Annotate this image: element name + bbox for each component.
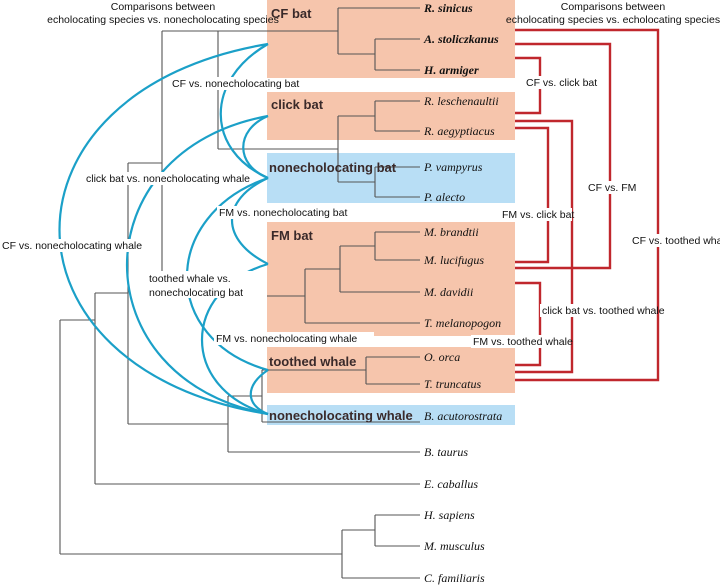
label-click-vs-toothed: click bat vs. toothed whale	[542, 305, 665, 317]
species-c-familiaris: C. familiaris	[424, 571, 485, 585]
label-fm-vs-toothed: FM vs. toothed whale	[473, 336, 573, 348]
echo-vs-echo-brackets	[515, 28, 660, 382]
group-label-fm-bat: FM bat	[271, 228, 314, 243]
left-header-line2: echolocating species vs. nonecholocating…	[47, 14, 279, 26]
click-bat-box	[267, 92, 515, 140]
bracket-cf-vs-toothed	[515, 28, 660, 382]
arc-cf-vs-nonecho-bat	[219, 43, 269, 180]
label-fm-vs-click: FM vs. click bat	[502, 209, 574, 221]
species-h-armiger: H. armiger	[423, 63, 479, 77]
group-label-cf-bat: CF bat	[271, 6, 312, 21]
species-r-sinicus: R. sinicus	[423, 1, 473, 15]
species-h-sapiens: H. sapiens	[423, 508, 475, 522]
species-t-melanopogon: T. melanopogon	[424, 316, 501, 330]
species-m-davidii: M. davidii	[423, 285, 473, 299]
species-r-aegyptiacus: R. aegyptiacus	[423, 124, 495, 138]
bracket-cf-vs-fm	[515, 42, 612, 270]
label-cf-vs-fm: CF vs. FM	[588, 182, 636, 194]
label-click-vs-nonecho-whale: click bat vs. nonecholocating whale	[86, 173, 250, 185]
arc-cf-vs-nonecho-whale	[58, 42, 269, 416]
bracket-fm-vs-toothed	[515, 281, 542, 367]
right-header-line1: Comparisons between	[561, 1, 666, 13]
group-label-toothed-whale: toothed whale	[269, 354, 356, 369]
group-label-click-bat: click bat	[271, 97, 324, 112]
species-p-alecto: P. alecto	[423, 190, 465, 204]
species-b-acutorostrata: B. acutorostrata	[424, 409, 502, 423]
bracket-fm-vs-click	[515, 126, 550, 264]
species-p-vampyrus: P. vampyrus	[423, 160, 483, 174]
label-fm-vs-nonecho-bat: FM vs. nonecholocating bat	[219, 207, 347, 219]
right-header-line2: echolocating species vs. echolocating sp…	[506, 14, 720, 26]
echo-vs-nonecho-arcs	[58, 42, 269, 416]
species-r-leschenaultii: R. leschenaultii	[423, 94, 499, 108]
species-b-taurus: B. taurus	[424, 445, 468, 459]
left-header-line1: Comparisons between	[111, 1, 216, 13]
label-toothed-vs-nonecho-bat-1: toothed whale vs.	[149, 273, 231, 285]
fm-bat-box	[267, 222, 515, 336]
species-m-lucifugus: M. lucifugus	[423, 253, 484, 267]
label-toothed-vs-nonecho-bat-2: nonecholocating bat	[149, 287, 243, 299]
species-m-musculus: M. musculus	[423, 539, 485, 553]
group-label-nonecholocating-bat: nonecholocating bat	[269, 160, 397, 175]
species-o-orca: O. orca	[424, 350, 460, 364]
label-cf-vs-click: CF vs. click bat	[526, 77, 597, 89]
label-cf-vs-nonecho-whale: CF vs. nonecholocating whale	[2, 240, 142, 252]
arc-click-vs-nonecho-whale	[126, 114, 269, 416]
nonecholocating-bat-box	[267, 153, 515, 203]
nonecholocating-whale-box	[267, 405, 515, 425]
species-t-truncatus: T. truncatus	[424, 377, 481, 391]
group-label-nonecholocating-whale: nonecholocating whale	[269, 408, 413, 423]
arc-click-vs-nonecho-bat	[242, 114, 269, 180]
arc-toothed-vs-nonecho-whale	[249, 369, 269, 416]
label-cf-vs-toothed: CF vs. toothed whale	[632, 235, 720, 247]
species-e-caballus: E. caballus	[423, 477, 478, 491]
bracket-click-vs-toothed	[515, 119, 574, 374]
arc-fm-vs-nonecho-bat	[231, 177, 269, 265]
species-a-stoliczkanus: A. stoliczkanus	[423, 32, 499, 46]
label-cf-vs-nonecho-bat: CF vs. nonecholocating bat	[172, 78, 299, 90]
species-m-brandtii: M. brandtii	[423, 225, 479, 239]
label-fm-vs-nonecho-whale: FM vs. nonecholocating whale	[216, 333, 357, 345]
